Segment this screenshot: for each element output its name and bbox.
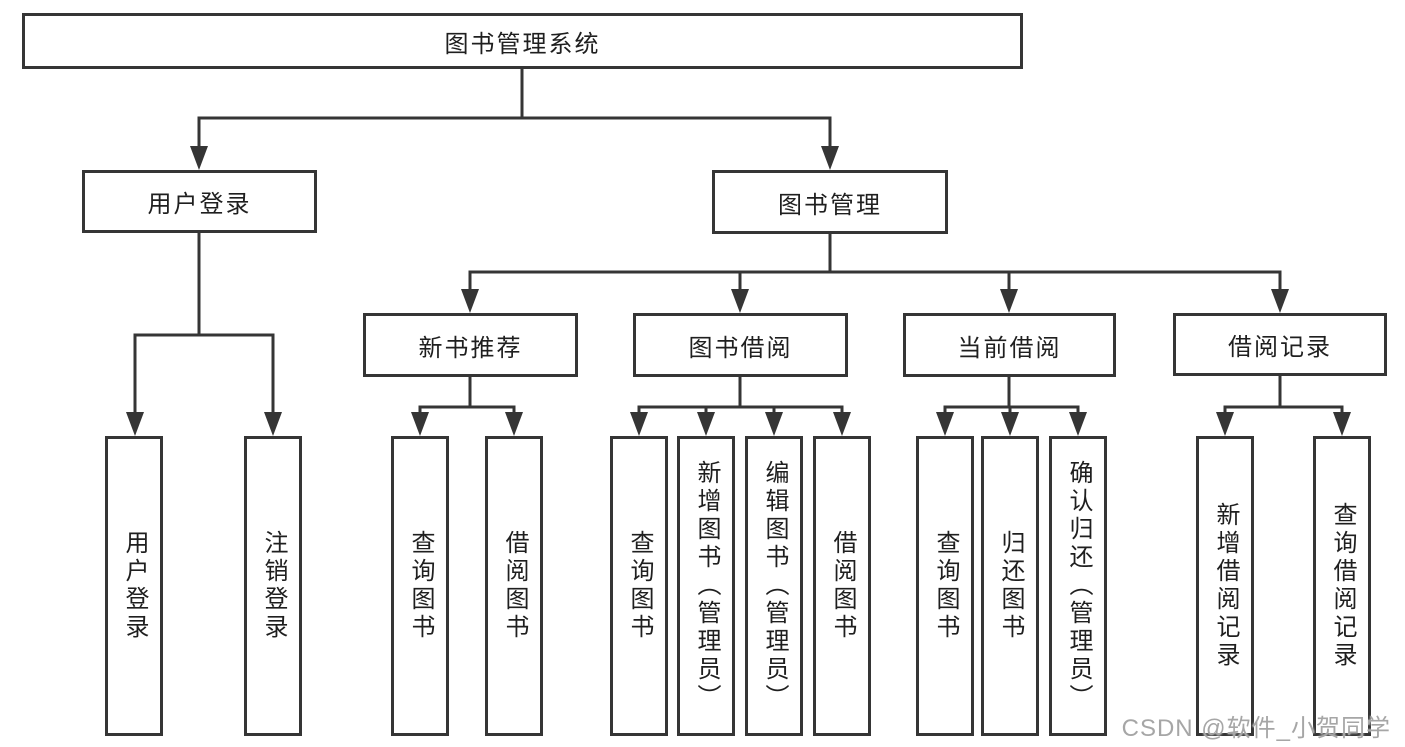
leaf-label: 新增图书（管理员） [693,460,720,712]
arrowhead-current-borrow [1000,289,1018,313]
arrowhead-book-mgmt [821,146,839,170]
edge-borrow-record-split [1223,405,1344,416]
node-leaf-borrow-book-1: 借阅图书 [485,436,543,736]
edge-book-mgmt-split [468,270,1282,292]
leaf-label: 借阅图书 [501,530,528,642]
node-book-management: 图书管理 [712,170,948,234]
arrowhead-leaf-logout [264,412,282,436]
leaf-label: 查询图书 [407,530,434,642]
arrowhead-new-book-rec [461,289,479,313]
node-leaf-query-book-1: 查询图书 [391,436,449,736]
node-root-system: 图书管理系统 [22,13,1023,69]
leaf-label: 用户登录 [121,530,148,642]
arrowhead-leaf-add-book [697,412,715,436]
leaf-label: 归还图书 [997,530,1024,642]
node-leaf-query-book-3: 查询图书 [916,436,974,736]
arrowhead-leaf-query-book-1 [411,412,429,436]
node-borrow-record: 借阅记录 [1173,313,1387,376]
node-current-borrow: 当前借阅 [903,313,1116,377]
arrowhead-leaf-confirm-return [1069,412,1087,436]
arrowhead-leaf-return-book [1001,412,1019,436]
node-leaf-add-book-admin: 新增图书（管理员） [677,436,735,736]
node-leaf-borrow-book-2: 借阅图书 [813,436,871,736]
node-new-book-recommend: 新书推荐 [363,313,578,377]
arrowhead-leaf-borrow-book-1 [505,412,523,436]
arrowhead-leaf-query-book-2 [630,412,648,436]
node-user-login: 用户登录 [82,170,317,233]
leaf-label: 确认归还（管理员） [1065,460,1092,712]
arrowhead-borrow-record [1271,289,1289,313]
leaf-label: 新增借阅记录 [1212,502,1239,670]
leaf-label: 注销登录 [260,530,287,642]
leaf-label: 查询图书 [932,530,959,642]
node-leaf-query-borrow-record: 查询借阅记录 [1313,436,1371,736]
arrowhead-book-borrow [731,289,749,313]
node-leaf-query-book-2: 查询图书 [610,436,668,736]
arrowhead-leaf-query-book-3 [936,412,954,436]
node-leaf-logout: 注销登录 [244,436,302,736]
arrowhead-user-login [190,146,208,170]
arrowhead-leaf-query-borrow-record [1333,412,1351,436]
leaf-label: 借阅图书 [829,530,856,642]
node-leaf-return-book: 归还图书 [981,436,1039,736]
edge-level2-split [197,116,832,150]
leaf-label: 查询借阅记录 [1329,502,1356,670]
arrowhead-leaf-borrow-book-2 [833,412,851,436]
edge-user-login-split [133,333,275,416]
edge-book-borrow-split [637,405,844,416]
node-book-borrow: 图书借阅 [633,313,848,377]
node-leaf-user-login: 用户登录 [105,436,163,736]
node-leaf-add-borrow-record: 新增借阅记录 [1196,436,1254,736]
arrowhead-leaf-add-borrow-record [1216,412,1234,436]
csdn-watermark: CSDN @软件_小贺同学 [1121,715,1391,742]
leaf-label: 编辑图书（管理员） [761,460,788,712]
node-leaf-edit-book-admin: 编辑图书（管理员） [745,436,803,736]
arrowhead-leaf-user-login [126,412,144,436]
edge-new-book-rec-split [418,405,516,416]
node-leaf-confirm-return-admin: 确认归还（管理员） [1049,436,1107,736]
leaf-label: 查询图书 [626,530,653,642]
arrowhead-leaf-edit-book [765,412,783,436]
